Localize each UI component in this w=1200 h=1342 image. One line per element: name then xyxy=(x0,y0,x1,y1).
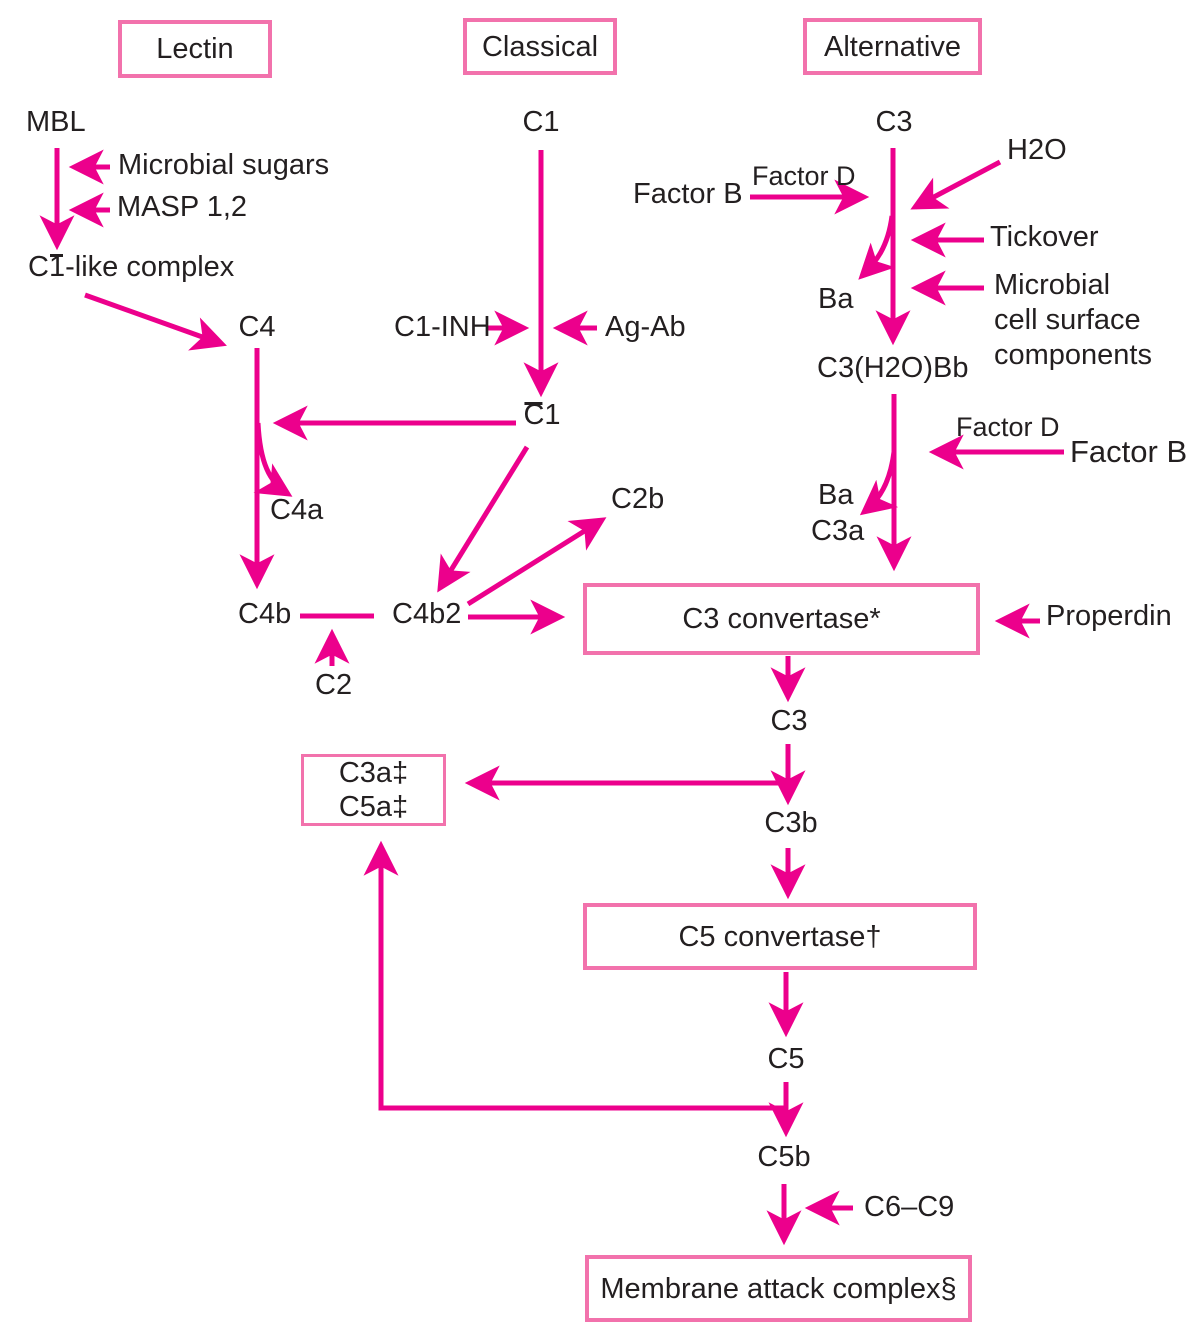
alternative-pathway-title: Alternative xyxy=(823,30,961,63)
c5b-label: C5b xyxy=(757,1141,811,1173)
factor-b-bottom-label: Factor B xyxy=(1070,434,1188,469)
ag-ab-label: Ag-Ab xyxy=(605,311,686,343)
activated-c1-post: 1 xyxy=(544,399,561,431)
c4b2-label: C4b2 xyxy=(392,598,462,630)
c4a-label: C4a xyxy=(270,494,324,526)
membrane-attack-complex-label: Membrane attack complex§ xyxy=(600,1272,957,1305)
c5-label: C5 xyxy=(767,1043,805,1075)
activated-c1-label: C1 xyxy=(523,399,560,432)
ba-top-label: Ba xyxy=(818,283,854,315)
arrow-c4b2-to-c2b xyxy=(466,517,607,607)
c1-like-overbar: 1 xyxy=(48,251,66,283)
microbial-components-line2: cell surface xyxy=(994,304,1141,336)
alternative-pathway-box: Alternative xyxy=(803,18,982,75)
c3-convertase-box: C3 convertase* xyxy=(583,583,980,655)
arrow-ba-branch-top xyxy=(858,215,896,280)
classical-pathway-box: Classical xyxy=(463,18,617,75)
factor-d-top-label: Factor D xyxy=(752,161,856,191)
ba-bottom-label: Ba xyxy=(818,479,854,511)
activated-c1-overbar: C xyxy=(523,399,545,431)
h2o-label: H2O xyxy=(1007,134,1067,166)
arrow-c1bar-to-c4b2 xyxy=(437,445,530,593)
c3-convertase-label: C3 convertase* xyxy=(682,603,881,635)
factor-d-bottom-label: Factor D xyxy=(956,412,1060,442)
factor-b-top-label: Factor B xyxy=(633,178,743,210)
c5a-anaphylatoxin-label: C5a‡ xyxy=(338,791,409,823)
arrow-feedback-to-anaphylatoxins xyxy=(363,840,786,1111)
c6-c9-label: C6–C9 xyxy=(864,1191,955,1223)
c1-like-post: -like complex xyxy=(65,251,235,283)
c5-convertase-label: C5 convertase† xyxy=(678,920,882,953)
c1-like-complex-label: C1-like complex xyxy=(28,251,234,284)
c3a-anaphylatoxin-label: C3a‡ xyxy=(338,757,409,789)
arrow-c4a-branch xyxy=(253,422,293,497)
c5-convertase-box: C5 convertase† xyxy=(583,903,977,970)
c3-central-label: C3 xyxy=(770,705,808,737)
c3h2obb-label: C3(H2O)Bb xyxy=(817,352,969,384)
arrow-h2o xyxy=(910,159,1002,210)
masp-label: MASP 1,2 xyxy=(117,191,248,223)
mbl-label: MBL xyxy=(26,106,86,138)
c1-label: C1 xyxy=(522,106,560,138)
arrow-c1like-to-c4 xyxy=(84,292,227,351)
c3b-label: C3b xyxy=(764,807,818,839)
lectin-pathway-box: Lectin xyxy=(118,20,272,78)
tickover-label: Tickover xyxy=(990,221,1099,253)
classical-pathway-title: Classical xyxy=(481,30,599,63)
c1-inh-label: C1-INH xyxy=(394,311,491,343)
microbial-sugars-label: Microbial sugars xyxy=(118,149,330,181)
membrane-attack-complex-box: Membrane attack complex§ xyxy=(585,1255,972,1322)
c4b-label: C4b xyxy=(238,598,292,630)
c2b-label: C2b xyxy=(611,483,665,515)
lectin-pathway-title: Lectin xyxy=(156,33,234,65)
microbial-components-line1: Microbial xyxy=(994,269,1111,301)
c3a-bottom-label: C3a xyxy=(811,515,865,547)
c3-alternative-label: C3 xyxy=(875,106,913,138)
c2-label: C2 xyxy=(315,669,353,701)
c1-like-pre: C xyxy=(28,251,49,283)
arrow-ba-c3a-branch xyxy=(859,451,899,516)
c4-label: C4 xyxy=(238,311,276,343)
properdin-label: Properdin xyxy=(1046,600,1172,632)
microbial-components-label: Microbial cell surface components xyxy=(994,268,1152,373)
microbial-components-line3: components xyxy=(994,339,1152,371)
anaphylatoxins-box: C3a‡ C5a‡ xyxy=(301,754,446,826)
